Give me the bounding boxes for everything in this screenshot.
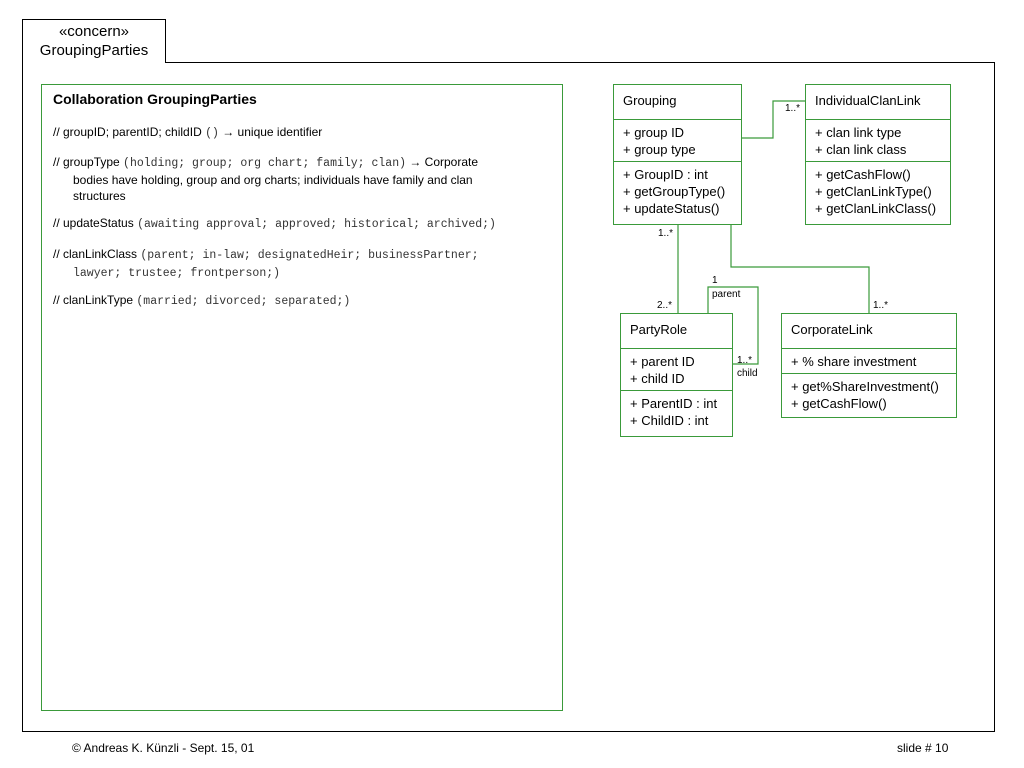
operation-section: + GroupID : int + getGroupType() + updat…: [614, 161, 741, 220]
multiplicity-label: 1..*: [873, 300, 889, 311]
attribute-section: + clan link type + clan link class: [806, 119, 950, 161]
grouping-corporatelink-association: [730, 225, 870, 313]
class-corporate-link[interactable]: CorporateLink + % share investment + get…: [781, 313, 957, 418]
note-grouptype: // groupType (holding; group; org chart;…: [53, 155, 479, 203]
operation-section: + get%ShareInvestment() + getCashFlow(): [782, 373, 956, 415]
multiplicity-label: 2..*: [657, 300, 673, 311]
note-groupid: // groupID; parentID; childID () → uniqu…: [53, 125, 323, 140]
attribute-section: + % share investment: [782, 348, 956, 373]
attribute-section: + group ID + group type: [614, 119, 741, 161]
multiplicity-label: 1..*: [658, 228, 674, 239]
class-name: PartyRole: [630, 322, 688, 337]
multiplicity-label: 1: [712, 275, 718, 286]
footer-author: © Andreas K. Künzli - Sept. 15, 01: [72, 741, 255, 755]
class-grouping[interactable]: Grouping + group ID + group type + Group…: [613, 84, 742, 225]
class-name: Grouping: [623, 93, 677, 108]
multiplicity-label: 1..*: [785, 103, 801, 114]
concern-tab: «concern» GroupingParties: [22, 19, 166, 63]
stereotype-label: «concern»: [58, 23, 130, 40]
concern-name: GroupingParties: [39, 42, 149, 59]
class-name: CorporateLink: [791, 322, 873, 337]
class-party-role[interactable]: PartyRole + parent ID + child ID + Paren…: [620, 313, 733, 437]
role-label: parent: [712, 289, 741, 300]
attribute-section: + parent ID + child ID: [621, 348, 732, 390]
operation-section: + ParentID : int + ChildID : int: [621, 390, 732, 432]
class-individual-clan-link[interactable]: IndividualClanLink + clan link type + cl…: [805, 84, 951, 225]
slide-frame: [22, 62, 995, 732]
role-label: child: [737, 368, 758, 379]
multiplicity-label: 1..*: [737, 355, 753, 366]
operation-section: + getCashFlow() + getClanLinkType() + ge…: [806, 161, 950, 220]
collaboration-title: Collaboration GroupingParties: [53, 91, 257, 107]
note-clanlinkclass: // clanLinkClass (parent; in-law; design…: [53, 247, 479, 280]
class-name: IndividualClanLink: [815, 93, 921, 108]
note-clanlinktype: // clanLinkType (married; divorced; sepa…: [53, 293, 351, 308]
collaboration-panel: Collaboration GroupingParties // groupID…: [41, 84, 563, 711]
note-updatestatus: // updateStatus (awaiting approval; appr…: [53, 216, 496, 231]
partyrole-self-association: [707, 286, 759, 365]
grouping-clanlink-association: [741, 100, 805, 139]
footer-slide-number: slide # 10: [897, 741, 949, 755]
